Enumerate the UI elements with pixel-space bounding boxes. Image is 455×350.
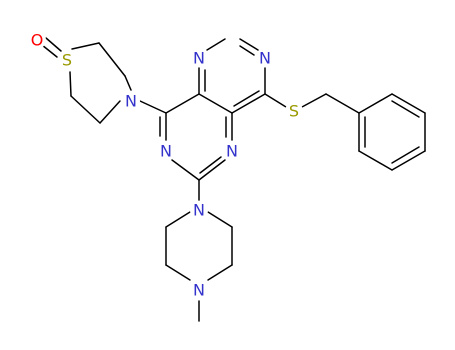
bond-thio-6 — [69, 71, 72, 97]
atom-n7: N — [190, 281, 208, 300]
bond-ring2-e2 — [233, 90, 260, 107]
atom-n2: N — [157, 142, 175, 161]
atom-s1: S — [58, 51, 76, 70]
atom-label-background — [190, 49, 208, 67]
bond-ch2-ph — [325, 93, 360, 114]
atom-label-n: N — [125, 92, 137, 111]
bond-thio-3 — [124, 75, 132, 91]
bond-s-o-double-b — [41, 44, 58, 58]
atom-n5: N — [256, 49, 274, 68]
atom-label-background — [256, 49, 274, 67]
bond-s-ch2 — [301, 93, 327, 108]
atom-label-n: N — [259, 49, 271, 68]
bond-ph-2b — [391, 100, 420, 118]
bond-ph-4 — [391, 150, 426, 171]
atom-label-background — [157, 142, 175, 160]
bond-ring1-f2 — [199, 156, 222, 174]
bond-ring1-b — [198, 93, 233, 114]
bond-layer — [41, 37, 426, 322]
atom-n3: N — [223, 142, 241, 161]
atom-label-background — [28, 31, 46, 49]
bond-pip-6 — [165, 211, 191, 228]
atom-label-o: O — [31, 31, 44, 50]
bond-ring1-a — [165, 93, 200, 114]
bond-n-c4 — [139, 100, 167, 114]
bond-ring2-b — [206, 38, 226, 51]
atom-s2: S — [285, 102, 303, 121]
atom-label-background — [285, 102, 303, 120]
bond-s-o-double-a — [45, 37, 62, 52]
atom-label-background — [58, 51, 76, 69]
atom-label-background — [223, 142, 241, 160]
bond-ring1-f — [198, 159, 226, 181]
atom-label-s: S — [62, 51, 72, 70]
atom-label-n: N — [193, 281, 205, 300]
bond-ring2-c2 — [239, 45, 255, 56]
bond-ph-4b — [391, 146, 420, 164]
atom-o1: O — [28, 31, 46, 50]
atom-n1: N — [122, 92, 140, 111]
atom-label-n: N — [193, 49, 205, 68]
bond-ring2-e — [231, 93, 266, 114]
bond-thio-1 — [71, 42, 100, 50]
bond-ring2-c — [239, 38, 259, 51]
atom-n6: N — [190, 201, 208, 220]
bond-thio-2 — [98, 42, 126, 77]
atom-label-n: N — [226, 142, 238, 161]
bond-ph-1 — [358, 93, 393, 114]
bond-ph-2 — [391, 93, 426, 114]
bond-ph-5 — [358, 150, 393, 171]
bond-thio-5 — [70, 95, 101, 124]
atom-label-background — [190, 281, 208, 299]
atom-label-n: N — [160, 142, 172, 161]
atom-label-background — [190, 201, 208, 219]
bond-pip-3 — [207, 264, 233, 281]
bond-pip-4 — [165, 264, 191, 281]
atom-label-background — [122, 92, 140, 110]
bond-pip-1 — [207, 211, 233, 228]
bond-c-s — [264, 93, 287, 108]
atom-label-n: N — [193, 201, 205, 220]
atom-n4: N — [190, 49, 208, 68]
atom-label-s: S — [289, 102, 299, 121]
bond-ring1-e — [171, 159, 200, 181]
bond-thio-4 — [99, 100, 121, 124]
